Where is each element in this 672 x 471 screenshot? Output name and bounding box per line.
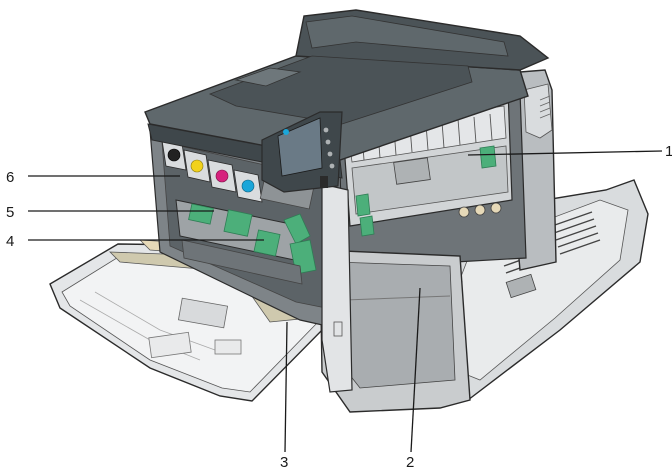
callout-2: 2 <box>406 454 414 471</box>
leader-lines <box>28 150 663 453</box>
callout-labels: 1 2 3 4 5 6 <box>6 143 672 471</box>
waste-toner-bottle <box>175 199 317 285</box>
callout-4: 4 <box>6 233 14 250</box>
leader-2 <box>410 287 421 453</box>
control-panel <box>261 111 343 193</box>
toner-yellow <box>183 149 211 183</box>
leader-3 <box>284 321 288 453</box>
callout-6: 6 <box>6 169 14 186</box>
toner-magenta <box>207 159 237 193</box>
leader-1 <box>467 150 663 156</box>
callout-1: 1 <box>665 143 672 160</box>
callout-5: 5 <box>6 204 14 221</box>
toner-cyan <box>233 169 263 203</box>
touch-panel-icon <box>283 129 289 135</box>
callout-3: 3 <box>280 454 288 471</box>
